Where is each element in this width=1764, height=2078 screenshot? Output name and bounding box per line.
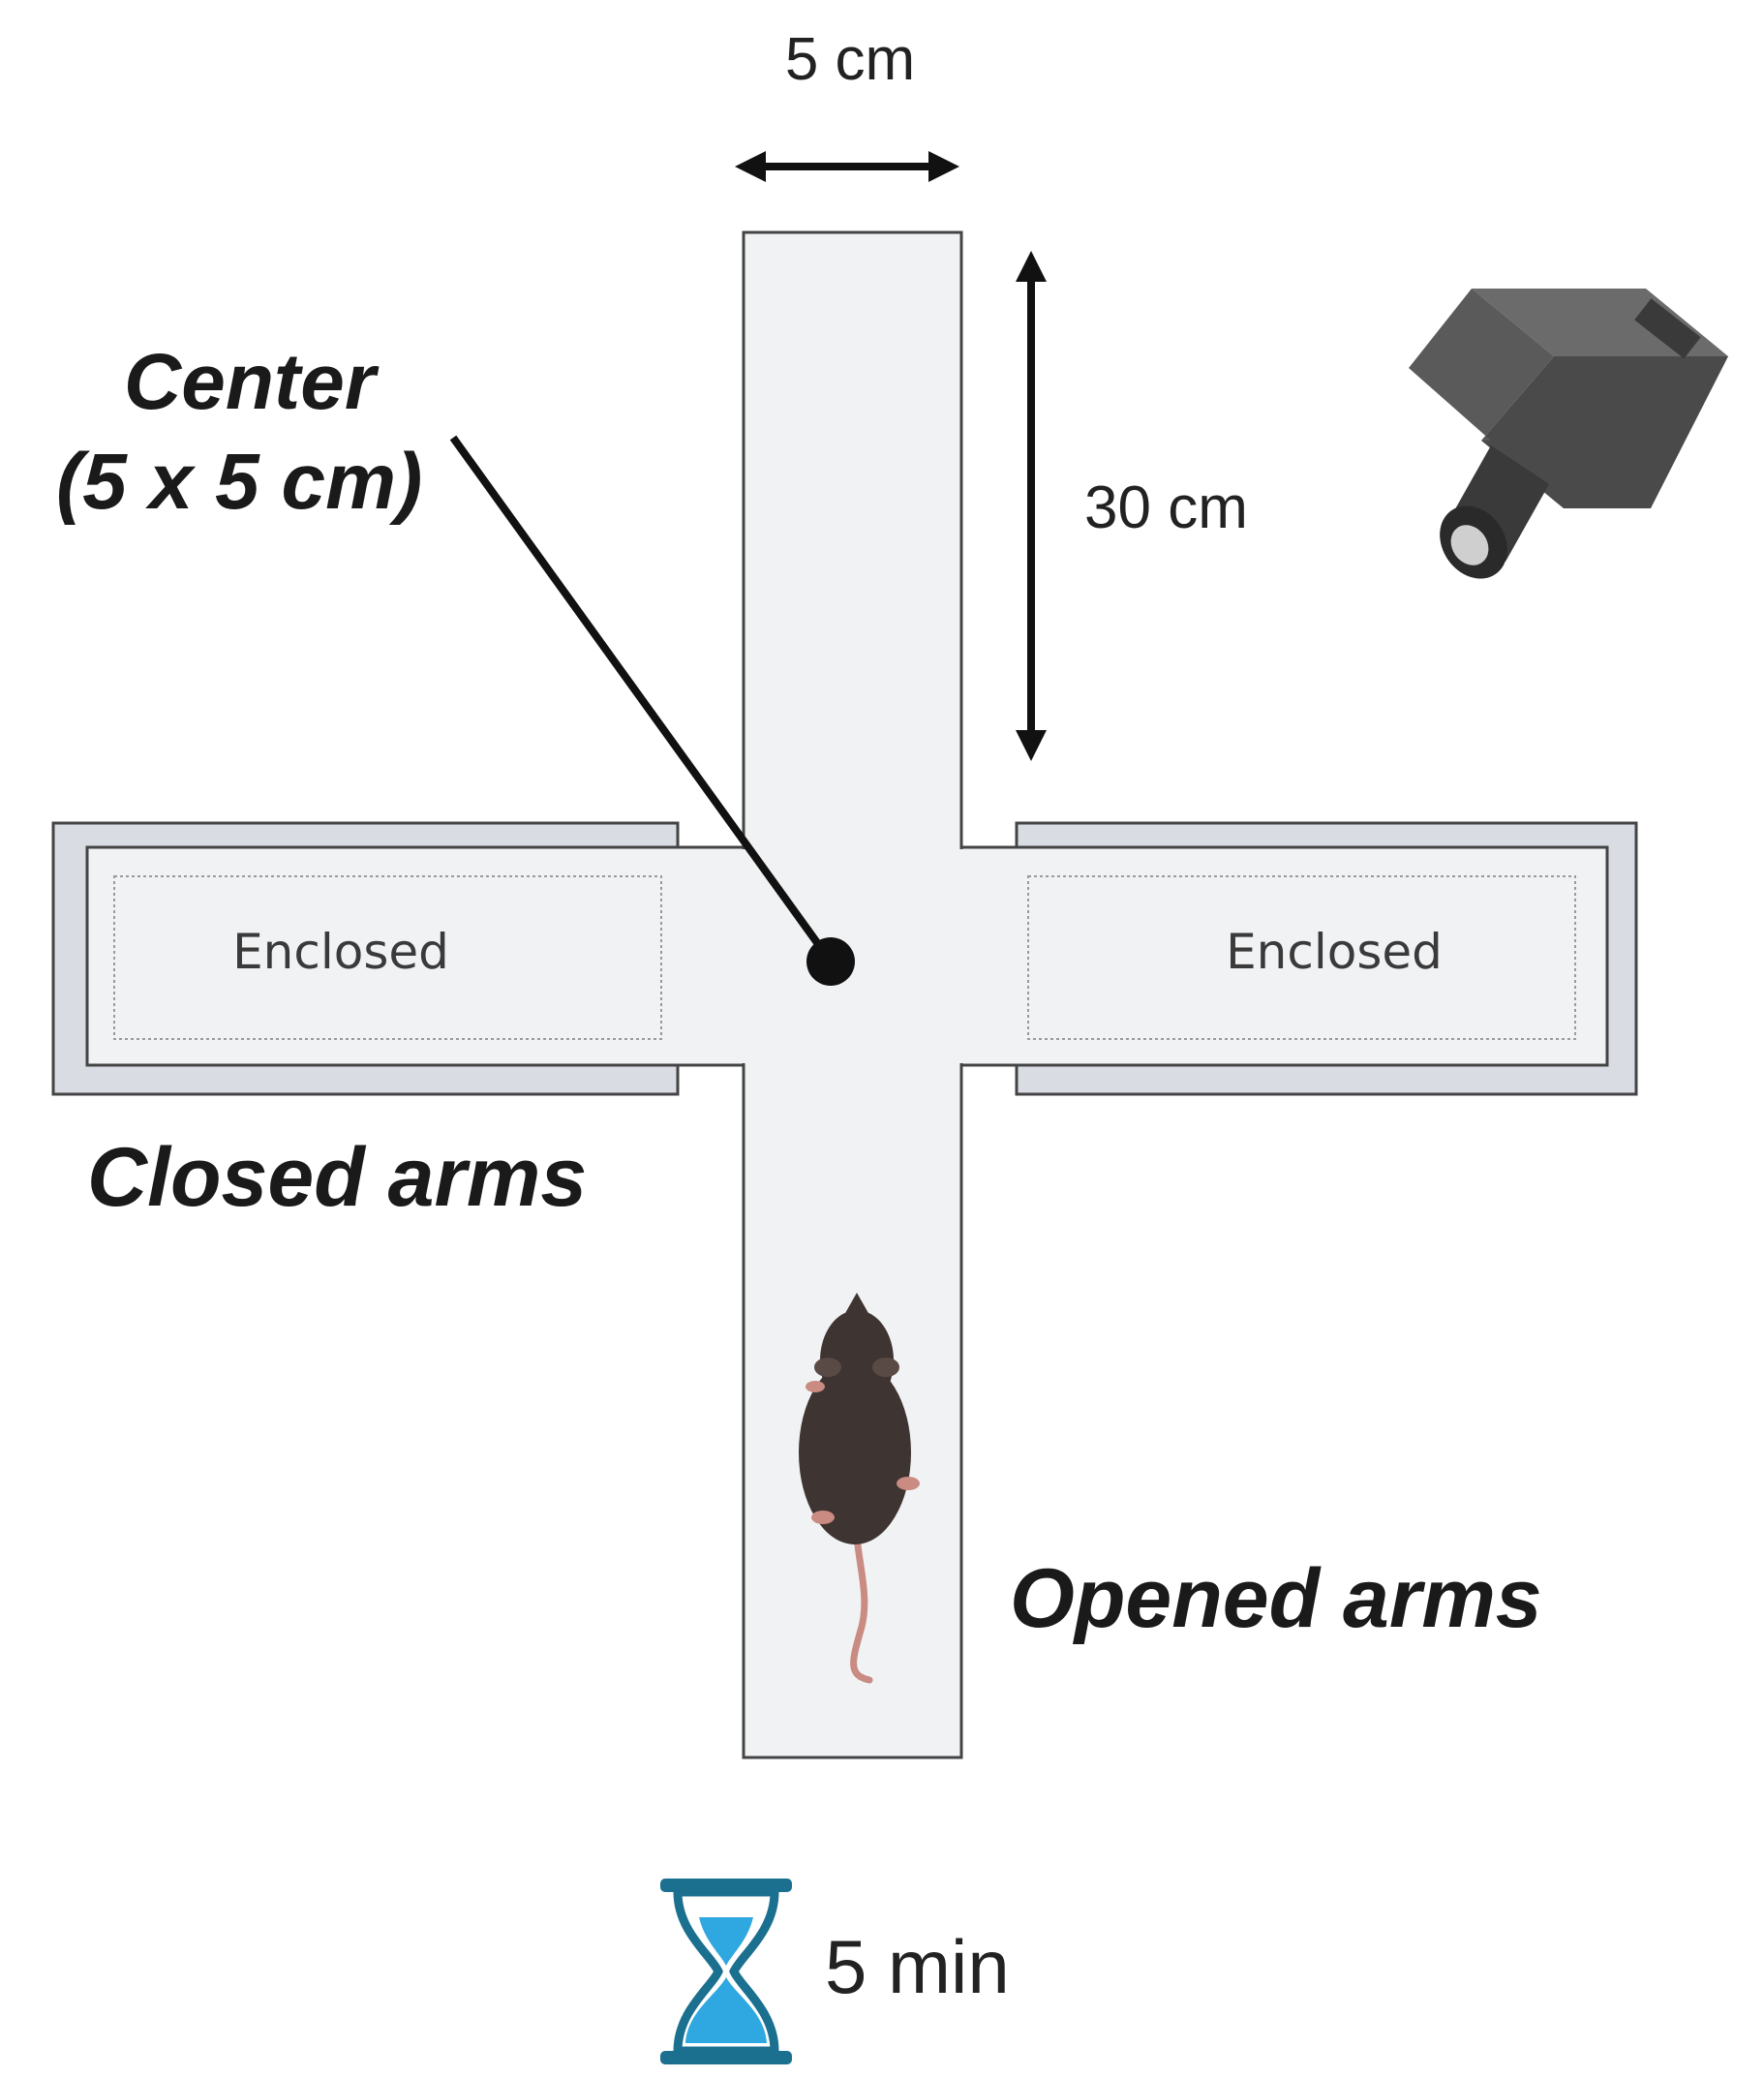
- mouse-paw-back-left: [811, 1511, 835, 1524]
- mouse-head: [820, 1310, 894, 1411]
- enclosed-right-zone: [1027, 875, 1576, 1040]
- mouse-paw-back-right: [897, 1477, 920, 1490]
- camera-body-side: [1481, 356, 1728, 508]
- closed-arms-label: Closed arms: [87, 1131, 587, 1224]
- camera-body-front: [1409, 289, 1554, 441]
- closed-arm-left-floor: [85, 845, 747, 1067]
- opened-arms-label: Opened arms: [1010, 1552, 1542, 1645]
- enclosed-left-label: Enclosed: [232, 924, 449, 980]
- closed-arm-left: [51, 821, 747, 1096]
- floor-join-right: [958, 849, 1018, 1063]
- mouse-icon: [799, 1293, 920, 1684]
- width-dimension-label: 5 cm: [785, 26, 915, 93]
- camera-icon: [1409, 289, 1728, 579]
- mouse-body: [799, 1360, 911, 1544]
- floor-join-left: [678, 849, 747, 1063]
- center-label-line2: (5 x 5 cm): [56, 438, 422, 526]
- center-pointer-line: [449, 435, 835, 964]
- hourglass-icon: [660, 1879, 792, 2064]
- duration-label: 5 min: [825, 1924, 1010, 2009]
- center-label-line1: Center: [124, 338, 380, 426]
- enclosed-left-zone: [113, 875, 662, 1040]
- mouse-snout: [840, 1293, 873, 1322]
- closed-arm-right: [957, 821, 1638, 1096]
- mouse-ear-left: [814, 1358, 841, 1377]
- length-dimension-label: 30 cm: [1084, 474, 1248, 541]
- camera-vent: [1634, 298, 1701, 359]
- hourglass-sand-top: [699, 1917, 753, 1966]
- mouse-paw-front-left: [806, 1381, 825, 1392]
- camera-lens-glass: [1450, 525, 1489, 565]
- hourglass-sand-bottom: [685, 1977, 767, 2043]
- enclosed-right-label: Enclosed: [1226, 924, 1443, 980]
- mouse-ear-right: [872, 1358, 899, 1377]
- center-point-dot: [806, 937, 855, 986]
